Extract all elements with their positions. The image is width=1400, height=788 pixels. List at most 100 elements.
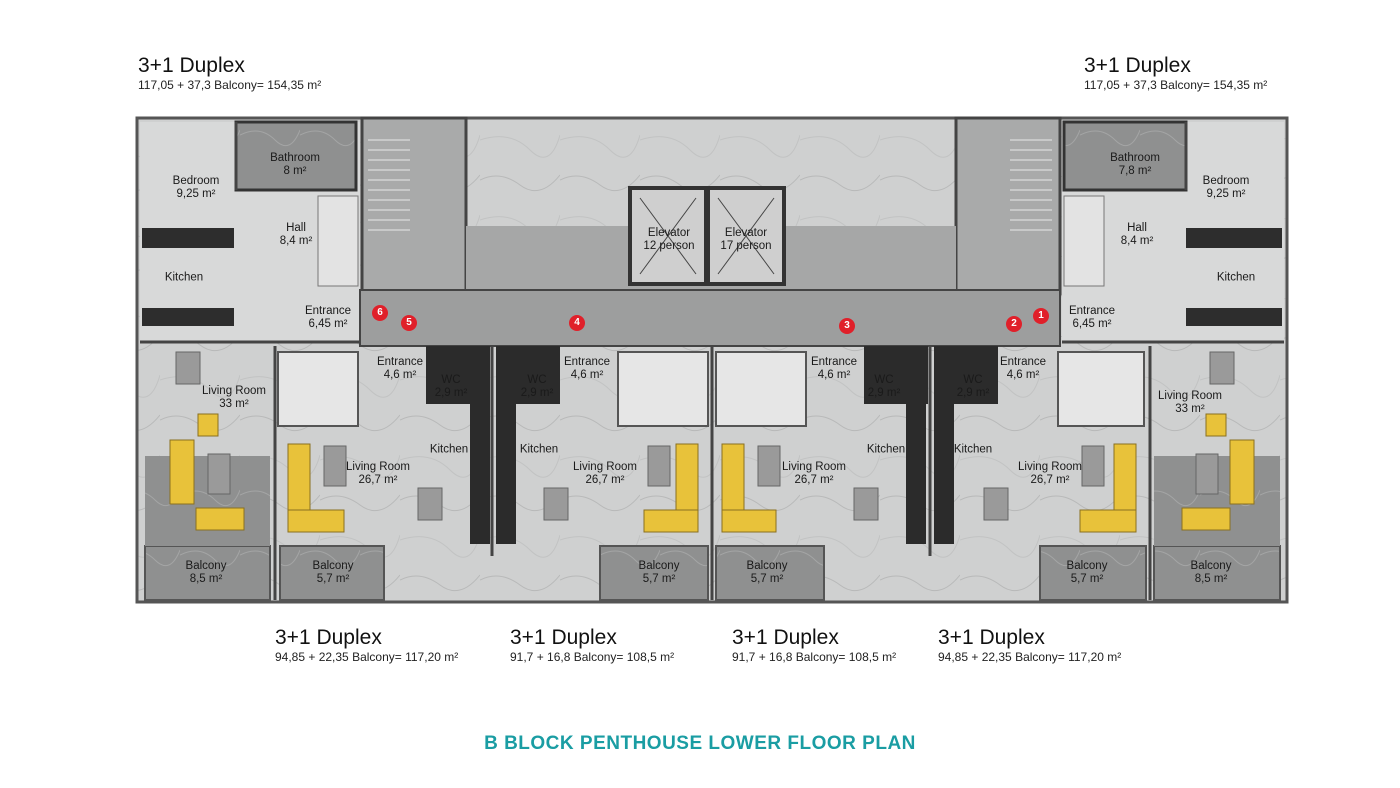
room-area: 6,45 m² — [308, 318, 348, 330]
room-name: Balcony — [312, 560, 354, 572]
room-area: 9,25 m² — [176, 188, 216, 200]
unit-heading-bottom-3: 3+1 Duplex 91,7 + 16,8 Balcony= 108,5 m² — [732, 626, 896, 665]
unit-title: 3+1 Duplex — [138, 54, 245, 77]
room-area: 26,7 m² — [358, 474, 398, 486]
room-area: 33 m² — [1175, 403, 1205, 415]
room-label: Kitchen — [520, 444, 558, 457]
unit-heading-bottom-4: 3+1 Duplex 94,85 + 22,35 Balcony= 117,20… — [938, 626, 1121, 665]
room-area: 4,6 m² — [1006, 369, 1040, 381]
room-name: Entrance — [376, 356, 424, 368]
room-area: 8,5 m² — [189, 573, 223, 585]
room-area: 8 m² — [283, 165, 307, 177]
room-area: 5,7 m² — [316, 573, 350, 585]
entrance-marker: 6 — [372, 305, 388, 321]
room-name: Kitchen — [429, 443, 469, 456]
room-area: 6,45 m² — [1072, 318, 1112, 330]
room-name: Hall — [1127, 222, 1147, 234]
room-name: Balcony — [1190, 560, 1232, 572]
unit-heading-top-left: 3+1 Duplex 117,05 + 37,3 Balcony= 154,35… — [138, 54, 321, 93]
room-name: Bathroom — [1110, 152, 1160, 164]
room-name: Bathroom — [270, 152, 320, 164]
room-name: Bedroom — [1202, 175, 1250, 187]
room-name: Living Room — [1018, 461, 1082, 473]
entrance-marker: 5 — [401, 315, 417, 331]
room-name: Living Room — [202, 385, 266, 397]
unit-area: 91,7 + 16,8 Balcony= 108,5 m² — [510, 650, 675, 664]
room-name: Entrance — [999, 356, 1047, 368]
entrance-marker: 3 — [839, 318, 855, 334]
room-name: Entrance — [304, 305, 352, 317]
room-name: Kitchen — [164, 271, 204, 284]
room-area: 9,25 m² — [1206, 188, 1246, 200]
room-name: Balcony — [1066, 560, 1108, 572]
room-label: Kitchen — [1217, 272, 1255, 285]
unit-area: 91,7 + 16,8 Balcony= 108,5 m² — [732, 650, 897, 664]
room-area: 5,7 m² — [642, 573, 676, 585]
room-area: 5,7 m² — [1070, 573, 1104, 585]
unit-heading-top-right: 3+1 Duplex 117,05 + 37,3 Balcony= 154,35… — [1084, 54, 1267, 93]
plan-title: B BLOCK PENTHOUSE LOWER FLOOR PLAN — [484, 733, 916, 754]
room-area: 8,4 m² — [1120, 235, 1154, 247]
room-name: Kitchen — [1216, 271, 1256, 284]
unit-heading-bottom-2: 3+1 Duplex 91,7 + 16,8 Balcony= 108,5 m² — [510, 626, 674, 665]
unit-title: 3+1 Duplex — [1084, 54, 1191, 77]
unit-title: 3+1 Duplex — [275, 626, 382, 649]
room-area: 5,7 m² — [750, 573, 784, 585]
room-area: 33 m² — [219, 398, 249, 410]
unit-area: 117,05 + 37,3 Balcony= 154,35 m² — [1084, 78, 1268, 92]
unit-title: 3+1 Duplex — [732, 626, 839, 649]
room-area: 4,6 m² — [817, 369, 851, 381]
room-name: Living Room — [1158, 390, 1222, 402]
unit-area: 94,85 + 22,35 Balcony= 117,20 m² — [275, 650, 459, 664]
room-name: Balcony — [185, 560, 227, 572]
room-name: Entrance — [1068, 305, 1116, 317]
room-area: 26,7 m² — [1030, 474, 1070, 486]
room-area: 17 person — [720, 240, 772, 252]
room-area: 8,5 m² — [1194, 573, 1228, 585]
room-name: WC — [441, 374, 461, 386]
room-name: Living Room — [346, 461, 410, 473]
room-area: 26,7 m² — [794, 474, 834, 486]
room-area: 26,7 m² — [585, 474, 625, 486]
room-label: Kitchen — [867, 444, 905, 457]
room-area: 2,9 m² — [956, 387, 990, 399]
room-name: Living Room — [782, 461, 846, 473]
room-area: 12 person — [643, 240, 695, 252]
room-name: Bedroom — [172, 175, 220, 187]
room-name: Entrance — [563, 356, 611, 368]
room-label: Kitchen — [954, 444, 992, 457]
room-name: Kitchen — [519, 443, 559, 456]
unit-title: 3+1 Duplex — [938, 626, 1045, 649]
entrance-marker: 1 — [1033, 308, 1049, 324]
unit-heading-bottom-1: 3+1 Duplex 94,85 + 22,35 Balcony= 117,20… — [275, 626, 458, 665]
room-name: Kitchen — [866, 443, 906, 456]
room-name: Hall — [286, 222, 306, 234]
unit-title: 3+1 Duplex — [510, 626, 617, 649]
room-area: 7,8 m² — [1118, 165, 1152, 177]
